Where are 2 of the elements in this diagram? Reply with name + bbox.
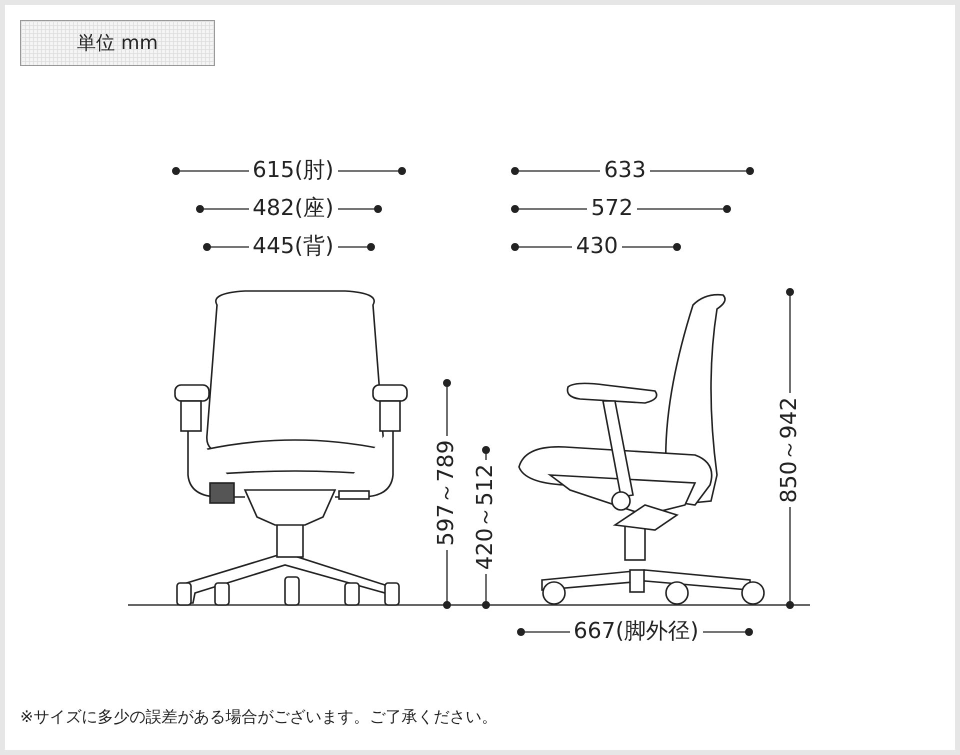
unit-label: 単位 mm	[20, 20, 215, 66]
note-text: ※サイズに多少の誤差がある場合がございます。ご了承ください。	[20, 707, 498, 728]
